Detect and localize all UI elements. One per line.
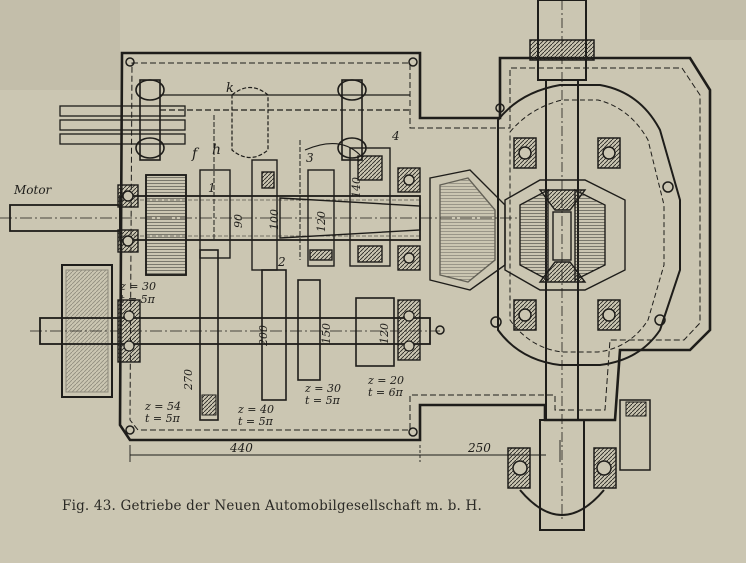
main-shaft-gears <box>145 147 391 276</box>
label-z54: z = 54 <box>144 400 181 413</box>
label-motor: Motor <box>13 183 53 197</box>
dim-250: 250 <box>467 441 491 455</box>
label-t5pi-b: t = 5π <box>145 412 181 425</box>
dim-120-bot: 120 <box>378 323 391 344</box>
differential-gears <box>504 179 626 291</box>
dim-150: 150 <box>320 323 333 344</box>
differential-bearings <box>513 137 621 331</box>
dimension-lines <box>129 440 561 462</box>
dim-440: 440 <box>229 441 253 455</box>
label-t5pi-d: t = 5π <box>305 394 341 407</box>
dim-270: 270 <box>182 369 195 391</box>
label-t5pi-c: t = 5π <box>238 415 274 428</box>
label-f: f <box>191 146 200 162</box>
shift-mechanism <box>59 79 410 260</box>
label-z30-a: z = 30 <box>119 280 156 293</box>
drive-pinion <box>429 169 506 291</box>
label-gear-3: 3 <box>306 151 314 165</box>
dimension-labels: 90 100 120 140 200 150 120 270 440 250 <box>182 177 491 455</box>
label-z30-b: z = 30 <box>304 382 341 395</box>
background-text <box>0 0 746 90</box>
drawing-labels: Motor f h k 1 2 3 4 z = 30 t = 5π z = 54… <box>13 81 404 428</box>
lay-shaft <box>30 249 440 421</box>
dim-140: 140 <box>350 177 363 198</box>
dim-90: 90 <box>232 214 245 228</box>
label-gear-2: 2 <box>277 255 286 269</box>
dim-200: 200 <box>257 325 270 347</box>
label-t5pi-a: t = 5π <box>120 293 156 306</box>
label-z20: z = 20 <box>367 374 404 387</box>
figure-caption: Fig. 43. Getriebe der Neuen Automobilges… <box>62 498 483 514</box>
label-t6pi: t = 6π <box>368 386 404 399</box>
gearbox-housing <box>118 51 712 442</box>
dim-100: 100 <box>268 209 281 230</box>
label-gear-1: 1 <box>208 181 216 195</box>
dim-120-top: 120 <box>315 211 328 232</box>
label-z40: z = 40 <box>237 403 274 416</box>
main-shaft-bearings <box>117 167 421 271</box>
label-h: h <box>212 142 221 158</box>
label-k: k <box>226 81 234 96</box>
label-gear-4: 4 <box>391 129 400 143</box>
axle-shaft <box>507 0 651 531</box>
